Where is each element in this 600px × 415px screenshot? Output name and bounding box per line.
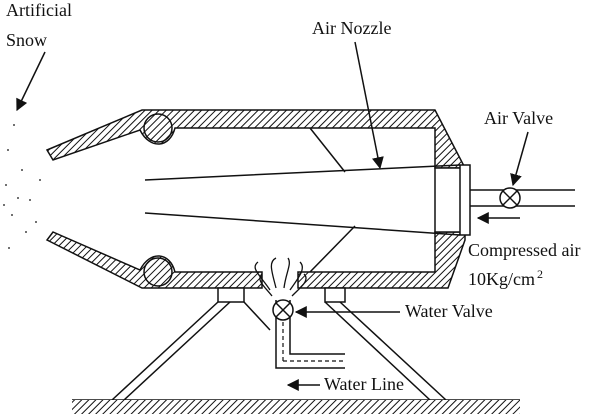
label-air-valve: Air Valve — [484, 108, 554, 128]
label-pressure-exponent: 2 — [537, 267, 543, 281]
label-air-nozzle: Air Nozzle — [312, 18, 392, 38]
ground-hatch — [72, 400, 520, 414]
air-valve-cross-2 — [502, 190, 518, 206]
water-pipe-flow — [282, 322, 345, 362]
air-nozzle — [144, 164, 461, 236]
upper-wall — [45, 109, 467, 169]
left-mount — [217, 287, 245, 303]
water-valve-cross-2 — [275, 302, 291, 318]
right-mount — [324, 287, 346, 303]
label-snow: Snow — [6, 30, 48, 50]
right-leg — [324, 301, 447, 401]
nozzle-strut-bottom — [309, 225, 356, 273]
label-water-line: Water Line — [324, 374, 405, 394]
nozzle-strut-top — [309, 127, 346, 173]
lower-wall-right — [297, 231, 466, 289]
upper-bead — [143, 113, 173, 143]
label-compressed-air: Compressed air — [468, 240, 581, 260]
rear-plate — [459, 164, 471, 236]
label-pressure-value: 10Kg/cm — [468, 269, 535, 289]
label-artificial: Artificial — [6, 0, 72, 20]
arrow-snow — [16, 51, 46, 112]
label-water-valve: Water Valve — [405, 301, 493, 321]
snow-spray — [3, 124, 41, 249]
arrow-air-valve — [510, 131, 529, 187]
lower-bead — [143, 257, 173, 287]
water-splash — [254, 257, 307, 297]
arrow-air-nozzle — [354, 41, 384, 170]
left-leg — [111, 301, 271, 401]
